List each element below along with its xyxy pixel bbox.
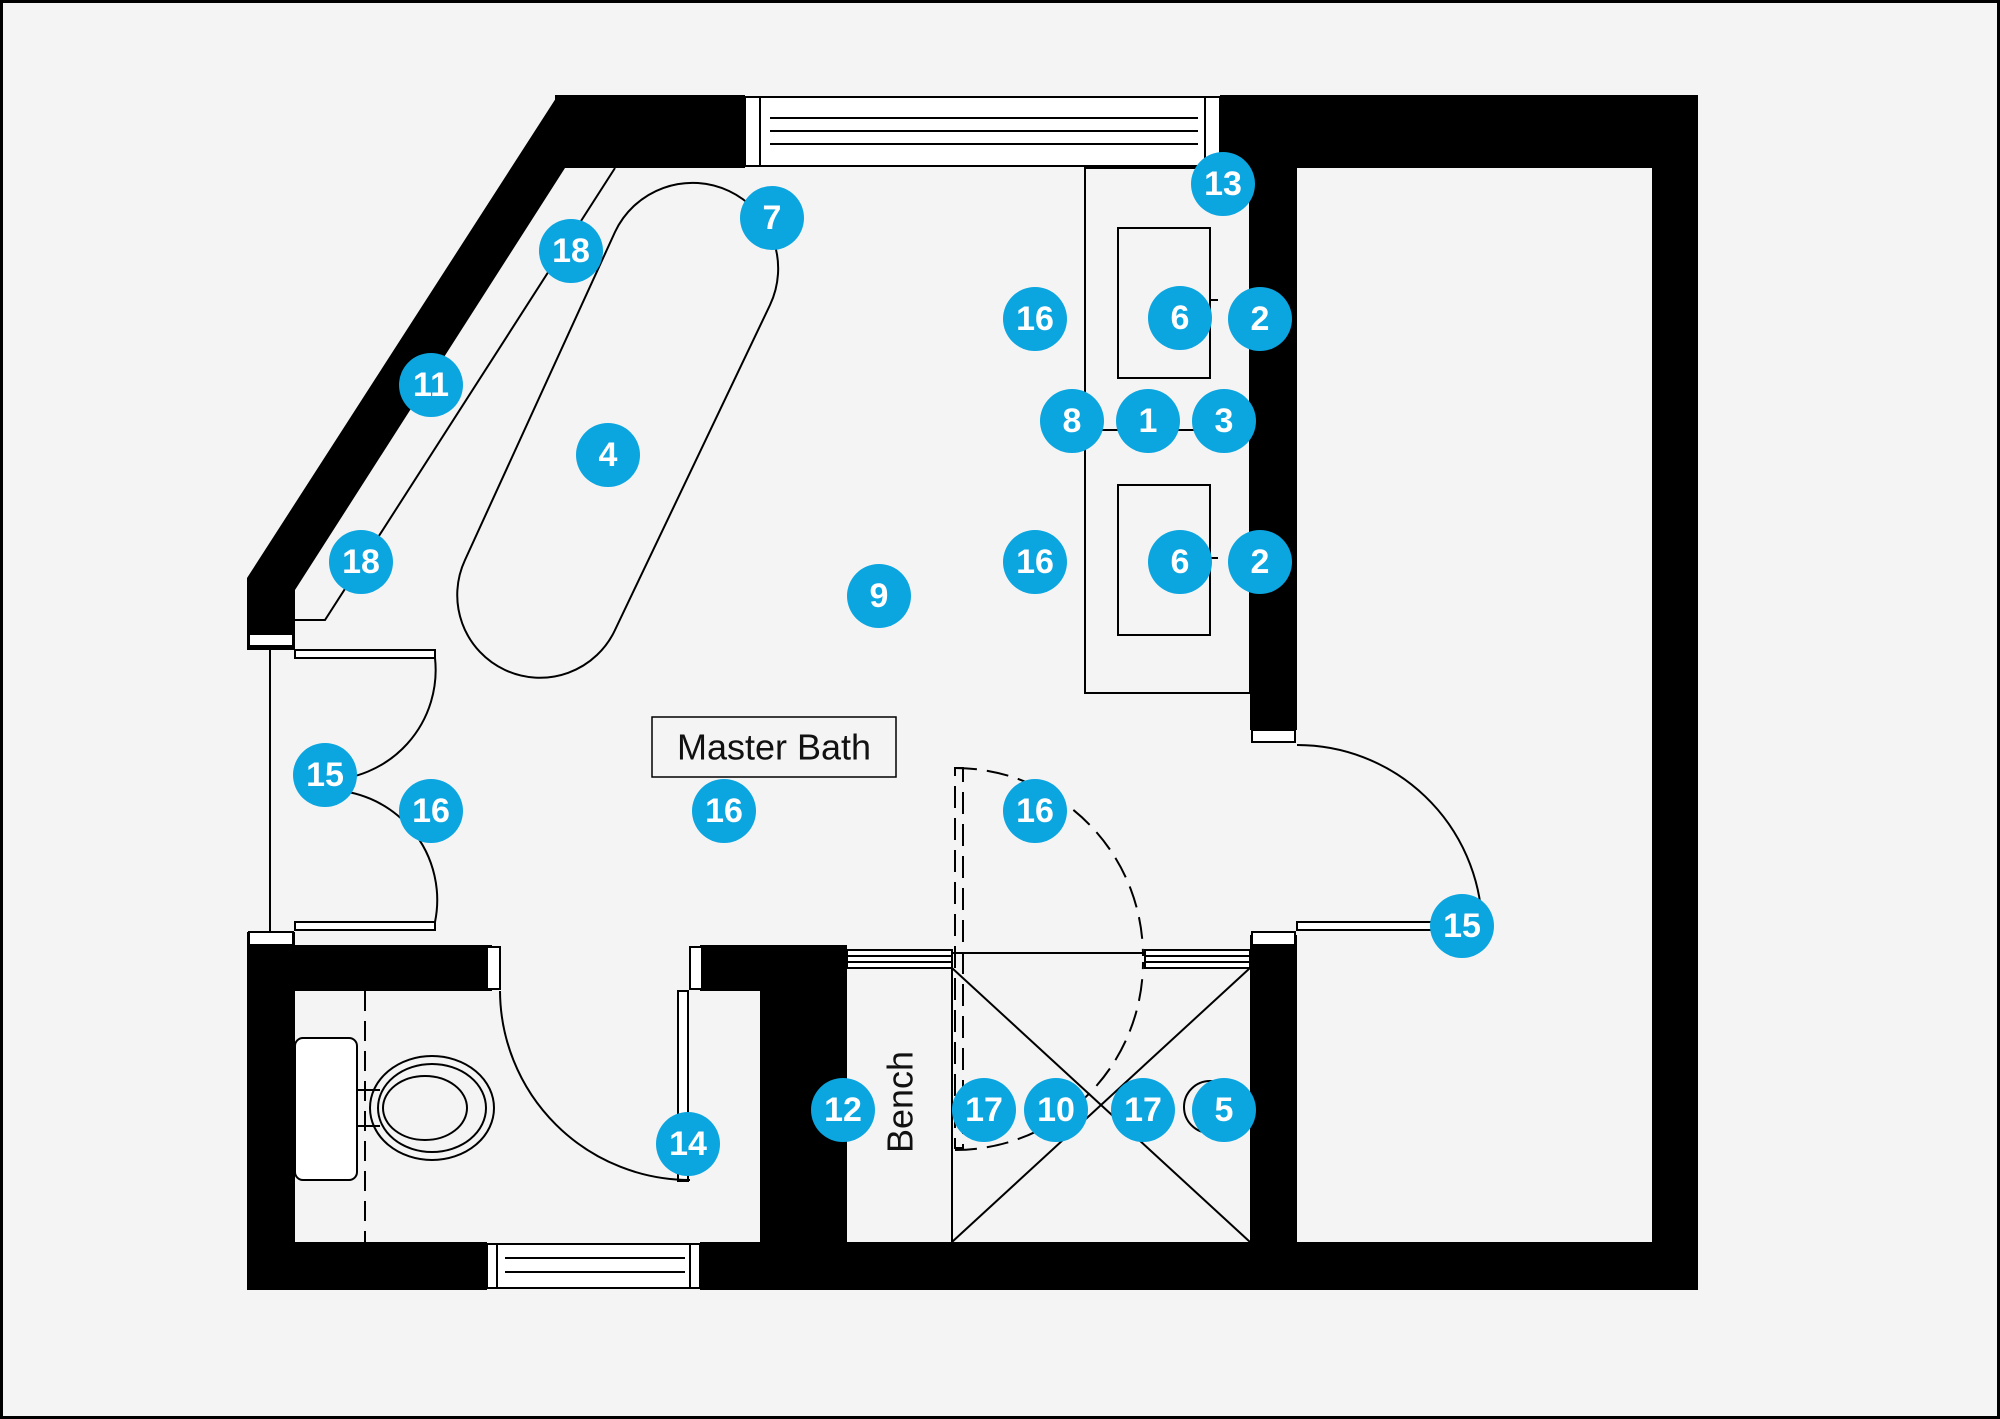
marker-13[interactable]: 13 (1191, 152, 1255, 216)
marker-17b[interactable]: 17 (1111, 1078, 1175, 1142)
marker-4[interactable]: 4 (576, 423, 640, 487)
marker-1[interactable]: 1 (1116, 389, 1180, 453)
marker-14[interactable]: 14 (656, 1112, 720, 1176)
marker-10[interactable]: 10 (1024, 1078, 1088, 1142)
walls (247, 95, 1698, 1290)
marker-12[interactable]: 12 (811, 1078, 875, 1142)
marker-5[interactable]: 5 (1192, 1078, 1256, 1142)
marker-9[interactable]: 9 (847, 564, 911, 628)
svg-text:6: 6 (1171, 543, 1190, 581)
bench-label: Bench (880, 1051, 921, 1153)
svg-text:18: 18 (552, 232, 590, 270)
svg-text:Master Bath: Master Bath (677, 727, 871, 768)
bottom-window (486, 1243, 701, 1289)
svg-text:17: 17 (965, 1091, 1003, 1129)
top-window (744, 96, 1221, 167)
marker-6b[interactable]: 6 (1148, 530, 1212, 594)
marker-6a[interactable]: 6 (1148, 286, 1212, 350)
svg-text:4: 4 (599, 436, 618, 474)
svg-text:12: 12 (824, 1091, 862, 1129)
marker-3[interactable]: 3 (1192, 389, 1256, 453)
wall-caps (248, 633, 1296, 990)
svg-text:16: 16 (1016, 300, 1054, 338)
marker-2a[interactable]: 2 (1228, 287, 1292, 351)
marker-16a[interactable]: 16 (1003, 287, 1067, 351)
svg-text:16: 16 (705, 792, 743, 830)
svg-text:8: 8 (1063, 402, 1082, 440)
svg-text:6: 6 (1171, 299, 1190, 337)
marker-8[interactable]: 8 (1040, 389, 1104, 453)
svg-text:2: 2 (1251, 300, 1270, 338)
svg-text:5: 5 (1215, 1091, 1234, 1129)
marker-15a[interactable]: 15 (293, 743, 357, 807)
svg-text:13: 13 (1204, 165, 1242, 203)
marker-17a[interactable]: 17 (952, 1078, 1016, 1142)
master-bath-label: Master Bath (651, 716, 897, 778)
svg-text:14: 14 (669, 1125, 707, 1163)
svg-text:1: 1 (1139, 402, 1158, 440)
marker-16d[interactable]: 16 (692, 779, 756, 843)
marker-15b[interactable]: 15 (1430, 894, 1494, 958)
svg-text:16: 16 (1016, 543, 1054, 581)
markers: 1 2 2 3 4 5 6 6 7 8 9 10 11 12 13 14 15 … (293, 152, 1494, 1176)
svg-text:11: 11 (413, 366, 449, 404)
marker-7[interactable]: 7 (740, 186, 804, 250)
svg-text:2: 2 (1251, 543, 1270, 581)
svg-text:10: 10 (1037, 1091, 1075, 1129)
svg-text:7: 7 (763, 199, 782, 237)
svg-text:17: 17 (1124, 1091, 1162, 1129)
marker-16e[interactable]: 16 (1003, 779, 1067, 843)
svg-text:9: 9 (870, 577, 889, 615)
marker-11[interactable]: 11 (399, 353, 463, 417)
marker-2b[interactable]: 2 (1228, 530, 1292, 594)
svg-text:16: 16 (412, 792, 450, 830)
svg-text:15: 15 (1443, 907, 1481, 945)
marker-16b[interactable]: 16 (1003, 530, 1067, 594)
svg-text:16: 16 (1016, 792, 1054, 830)
svg-text:18: 18 (342, 543, 380, 581)
svg-text:3: 3 (1215, 402, 1234, 440)
marker-16c[interactable]: 16 (399, 779, 463, 843)
marker-18a[interactable]: 18 (539, 219, 603, 283)
svg-text:15: 15 (306, 756, 344, 794)
marker-18b[interactable]: 18 (329, 530, 393, 594)
